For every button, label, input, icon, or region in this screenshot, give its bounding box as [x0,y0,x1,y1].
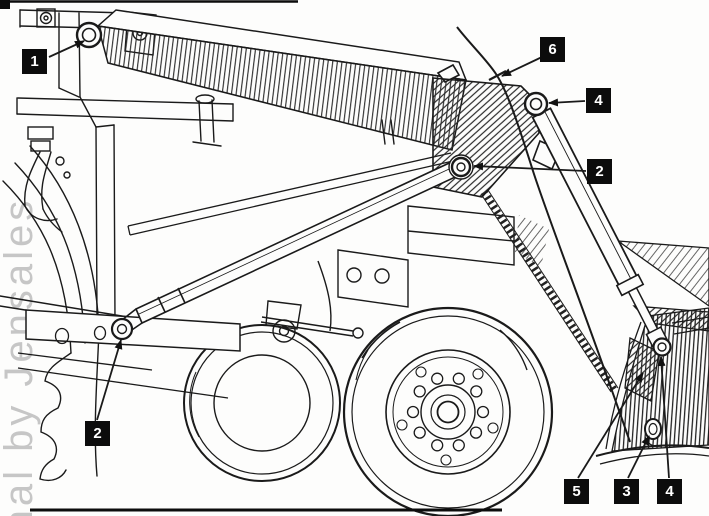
boom-pivot-pin [75,21,103,49]
callout-1: 1 [22,49,47,74]
main-boom [75,9,468,151]
implement-wheel [342,306,554,516]
callout-5: 5 [564,479,589,504]
callout-2: 2 [85,421,110,446]
main-lift-cylinder [17,91,549,399]
cylinder-top-pin [523,91,549,117]
scan-border [0,0,502,512]
lift-chain [480,189,619,393]
gauge-wheel [183,324,341,482]
lower-pivot-washer [644,418,662,440]
lower-pivot-pin [110,317,134,341]
upper-link [127,152,454,236]
callout-2: 2 [587,159,612,184]
callout-4: 4 [657,479,682,504]
callout-3: 3 [614,479,639,504]
frame-members [260,205,549,343]
callout-6: 6 [540,37,565,62]
blade-lift-cylinder [531,107,672,447]
blade-clevis-pin [652,337,672,357]
callout-4: 4 [586,88,611,113]
